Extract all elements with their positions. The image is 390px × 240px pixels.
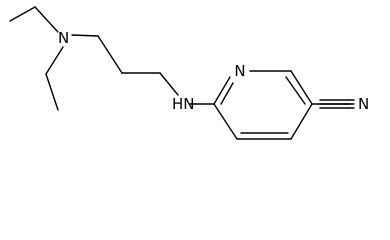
ethyl-group-upper bbox=[9, 6, 59, 33]
linker-nh-label: HN bbox=[172, 95, 195, 113]
nitrile-nitrogen-label: N bbox=[358, 95, 369, 113]
nitrile-group bbox=[311, 99, 355, 109]
pyridine-nitrogen-label: N bbox=[234, 62, 245, 80]
chemical-structure: N HN N N bbox=[9, 6, 369, 140]
pyridine-ring bbox=[213, 70, 313, 140]
propyl-linker bbox=[71, 34, 179, 96]
ethyl-group-lower bbox=[45, 46, 64, 111]
amine-nitrogen-label: N bbox=[58, 29, 69, 47]
